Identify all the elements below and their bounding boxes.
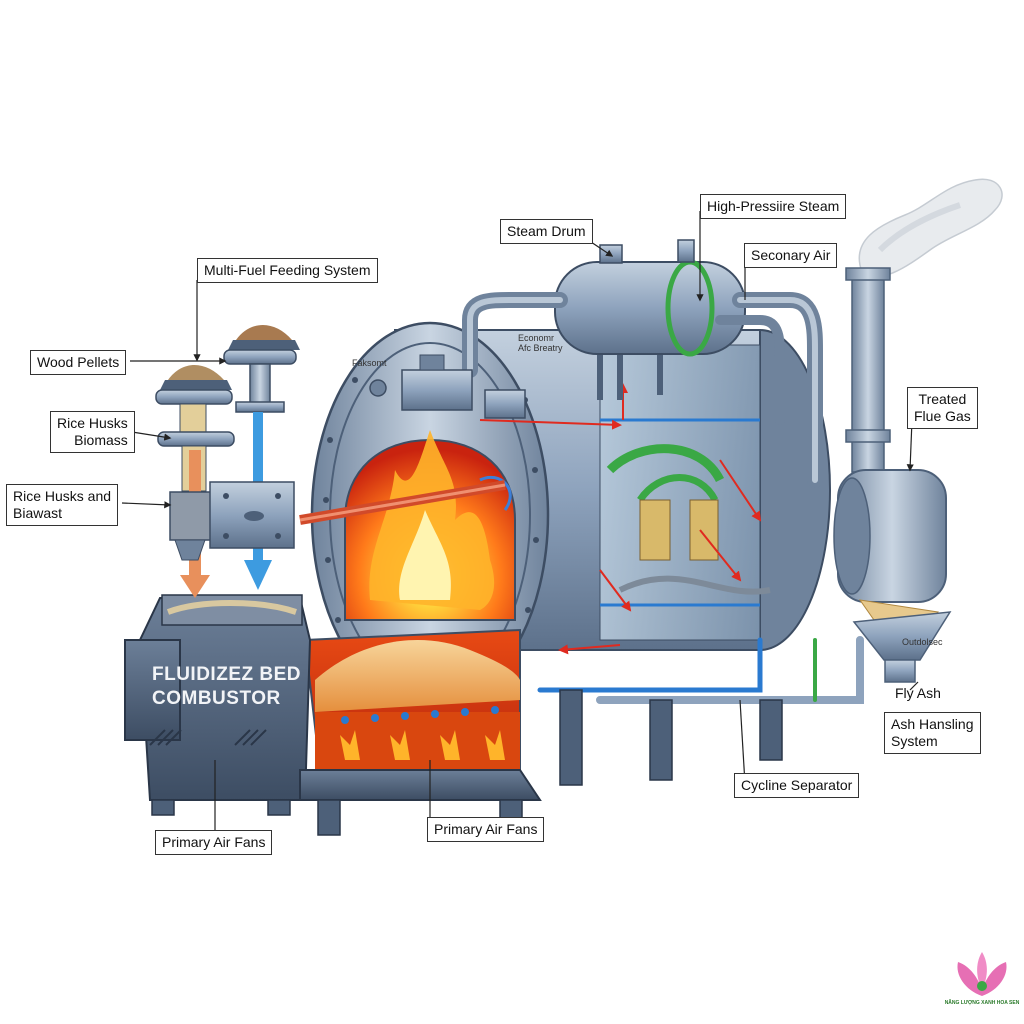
label-high-pressure-steam: High-Pressiire Steam bbox=[700, 194, 847, 219]
label-faksomt: Faksomt bbox=[352, 358, 387, 368]
label-secondary-air: Seconary Air bbox=[744, 243, 838, 268]
smoke-plume bbox=[858, 178, 1003, 278]
logo-text: NĂNG LƯỢNG XANH HOA SEN bbox=[944, 1000, 1020, 1006]
lotus-logo bbox=[957, 952, 1007, 996]
label-fluidized-bed-combustor: FLUIDIZEZ BED COMBUSTOR bbox=[152, 664, 301, 709]
flue-gas-flow-arrows bbox=[479, 383, 762, 655]
label-steam-drum: Steam Drum bbox=[500, 219, 593, 244]
label-multi-fuel-feeding-system: Multi-Fuel Feeding System bbox=[197, 258, 378, 283]
label-economizer: Economr Afc Breatry bbox=[518, 333, 563, 353]
label-ash-handling-system: Ash Hansling System bbox=[884, 712, 981, 754]
furnace bbox=[299, 430, 516, 621]
label-outdoor: Outdolsec bbox=[902, 637, 943, 647]
combustor-housing bbox=[124, 594, 783, 836]
steam-drum bbox=[554, 239, 746, 400]
label-rice-husks-biawast: Rice Husks and Biawast bbox=[6, 484, 119, 526]
label-primary-air-fans-center: Primary Air Fans bbox=[427, 817, 545, 842]
bed-chamber bbox=[303, 628, 521, 771]
control-boxes bbox=[369, 354, 526, 419]
feeder-hoppers bbox=[155, 325, 300, 598]
label-cyclone-separator: Cycline Separator bbox=[734, 773, 860, 798]
chimney-stack bbox=[845, 267, 891, 473]
label-fly-ash: Fly Ash bbox=[895, 685, 941, 701]
label-wood-pellets: Wood Pellets bbox=[30, 350, 127, 375]
label-treated-flue-gas: Treated Flue Gas bbox=[907, 387, 978, 429]
label-primary-air-fans-left: Primary Air Fans bbox=[155, 830, 273, 855]
pipes bbox=[462, 292, 864, 704]
label-rice-husks-biomass: Rice Husks Biomass bbox=[50, 411, 135, 453]
flue-vessel bbox=[833, 469, 952, 683]
